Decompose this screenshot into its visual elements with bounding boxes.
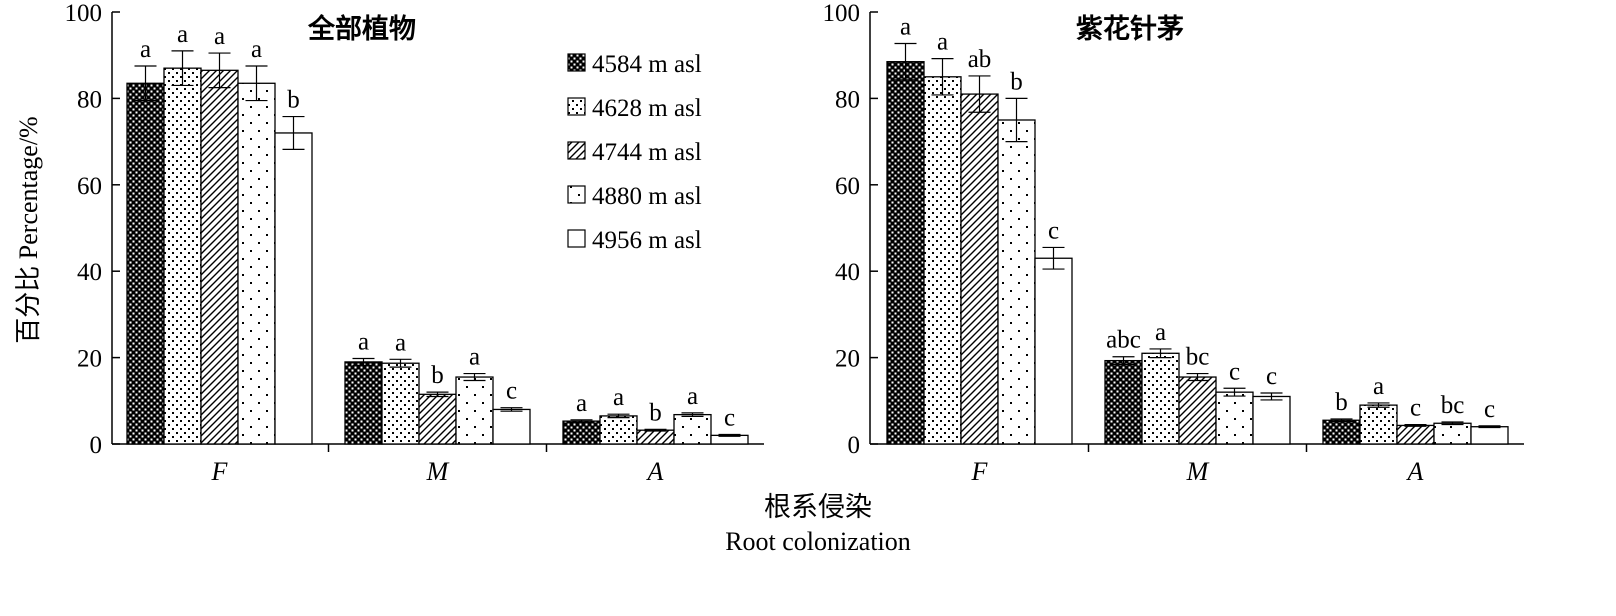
y-tick-label: 0 (90, 432, 103, 459)
y-tick-label: 60 (835, 173, 860, 200)
y-tick-label: 80 (77, 86, 102, 113)
significance-label: c (724, 404, 735, 431)
bar (1178, 376, 1217, 445)
bar (237, 82, 276, 445)
significance-label: a (140, 36, 151, 63)
significance-label: a (214, 23, 225, 50)
significance-label: a (613, 384, 624, 411)
significance-label: abc (1106, 327, 1141, 354)
bar (1104, 359, 1143, 445)
significance-label: c (1266, 363, 1277, 390)
significance-label: a (177, 21, 188, 48)
legend-label: 4880 m asl (592, 183, 702, 210)
category-label: A (1406, 457, 1424, 486)
bar (344, 361, 383, 445)
category-label: M (1186, 457, 1210, 486)
legend-label: 4584 m asl (592, 51, 702, 78)
category-label: A (646, 457, 664, 486)
significance-label: a (469, 344, 480, 371)
significance-label: a (395, 329, 406, 356)
bar (381, 362, 420, 445)
bar (886, 61, 925, 445)
y-tick-label: 0 (848, 432, 861, 459)
bar (274, 132, 313, 445)
y-axis-label: 百分比 Percentage/% (14, 116, 43, 343)
bar (492, 408, 531, 445)
significance-label: c (1410, 395, 1421, 422)
x-axis-label-english: Root colonization (725, 527, 911, 556)
significance-label: b (1335, 389, 1348, 416)
significance-label: ab (968, 46, 992, 73)
legend-swatch (567, 185, 586, 204)
category-label: M (426, 457, 450, 486)
significance-label: a (576, 390, 587, 417)
significance-label: a (900, 14, 911, 41)
bar (1470, 426, 1509, 445)
bar (1359, 404, 1398, 445)
significance-label: c (506, 378, 517, 405)
bar (562, 420, 601, 445)
bar (1034, 257, 1073, 445)
bar (960, 93, 999, 445)
y-tick-label: 100 (823, 0, 861, 27)
bar (997, 119, 1036, 445)
panel-title: 紫花针茅 (1076, 14, 1184, 45)
y-tick-label: 40 (77, 259, 102, 286)
significance-label: a (1373, 373, 1384, 400)
bar (455, 376, 494, 445)
bar (126, 82, 165, 445)
legend-swatch (567, 53, 586, 72)
y-tick-label: 100 (65, 0, 103, 27)
bar (923, 76, 962, 445)
y-tick-label: 80 (835, 86, 860, 113)
bar (636, 429, 675, 445)
legend: 4584 m asl 4628 m asl 4744 m asl 4880 m asl… (567, 51, 702, 254)
significance-label: b (649, 399, 662, 426)
panel-title: 全部植物 (307, 13, 416, 45)
legend-label: 4628 m asl (592, 95, 702, 122)
y-tick-label: 20 (835, 346, 860, 373)
legend-swatch (567, 229, 586, 248)
category-label: F (971, 457, 989, 486)
bar (1433, 422, 1472, 445)
significance-label: a (937, 29, 948, 56)
y-tick-label: 20 (77, 346, 102, 373)
y-axis-label-text: 百分比 Percentage/% (14, 116, 43, 343)
legend-label: 4956 m asl (592, 227, 702, 254)
legend-swatch (567, 97, 586, 116)
significance-label: c (1229, 358, 1240, 385)
significance-label: c (1048, 217, 1059, 244)
bar (1252, 395, 1291, 445)
bar (599, 415, 638, 445)
bar (418, 393, 457, 445)
significance-label: b (287, 87, 300, 114)
bar (673, 413, 712, 445)
bar (1141, 352, 1180, 445)
significance-label: bc (1441, 392, 1465, 419)
significance-label: a (1155, 319, 1166, 346)
significance-label: a (687, 383, 698, 410)
legend-label: 4744 m asl (592, 139, 702, 166)
category-label: F (211, 457, 229, 486)
bar (1322, 419, 1361, 445)
significance-label: a (358, 328, 369, 355)
bar (1215, 391, 1254, 445)
bar (163, 67, 202, 445)
significance-label: b (1010, 68, 1023, 95)
significance-label: a (251, 36, 262, 63)
legend-swatch (567, 141, 586, 160)
bar (200, 69, 239, 445)
significance-label: b (431, 362, 444, 389)
significance-label: c (1484, 396, 1495, 423)
significance-label: bc (1186, 344, 1210, 371)
y-tick-label: 60 (77, 173, 102, 200)
x-axis-label-chinese: 根系侵染 (764, 492, 872, 523)
bar (1396, 424, 1435, 445)
y-tick-label: 40 (835, 259, 860, 286)
